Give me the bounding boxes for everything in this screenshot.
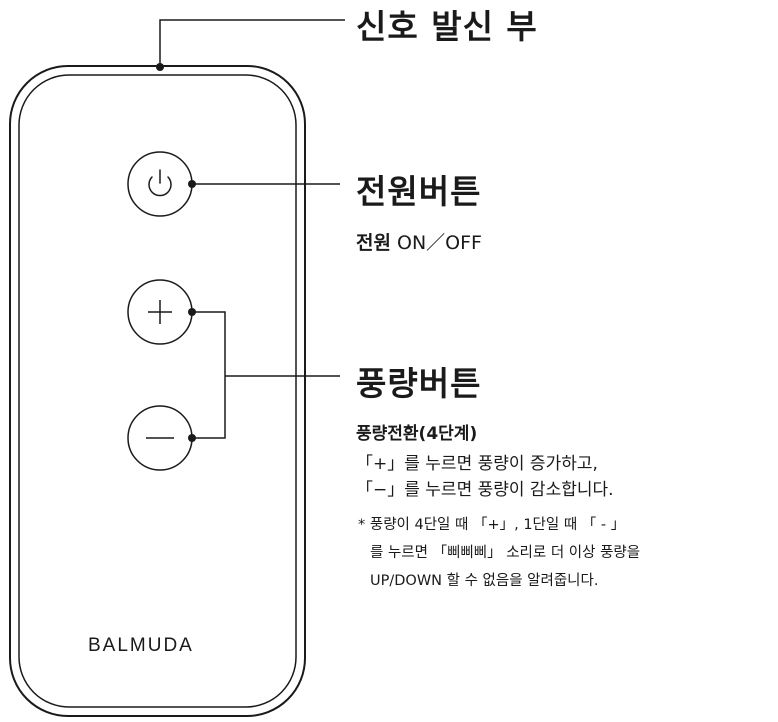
power-button-heading: 전원버튼 (356, 172, 482, 211)
minus-button[interactable] (127, 405, 193, 471)
remote-body-inner (18, 74, 297, 708)
power-sub-text: ON／OFF (390, 232, 482, 254)
plus-button[interactable] (127, 279, 193, 345)
fan-description-line-1: 「+」를 누르면 풍량이 증가하고, (356, 454, 598, 474)
fan-note-line-1: * 풍량이 4단일 때 「+」, 1단일 때 「 - 」 (358, 517, 626, 533)
power-icon (148, 169, 172, 197)
fan-note-line-3: UP/DOWN 할 수 없음을 알려줍니다. (370, 573, 599, 589)
fan-button-heading: 풍량버튼 (356, 364, 482, 403)
brand-logo: BALMUDA (88, 635, 194, 656)
signal-leader-line (159, 19, 345, 67)
power-button[interactable] (127, 151, 193, 217)
signal-emitter-label: 신호 발신 부 (356, 7, 538, 46)
fan-description-line-2: 「−」를 누르면 풍량이 감소합니다. (356, 480, 614, 500)
fan-leader-bracket (192, 311, 226, 439)
plus-icon (148, 300, 172, 324)
power-sub-bold: 전원 (356, 232, 391, 254)
power-button-subtext: 전원 ON／OFF (356, 228, 482, 255)
fan-note-line-2: 를 누르면 「삐삐삐」 소리로 더 이상 풍량을 (370, 545, 641, 561)
fan-button-subheading: 풍량전환(4단계) (356, 424, 478, 444)
